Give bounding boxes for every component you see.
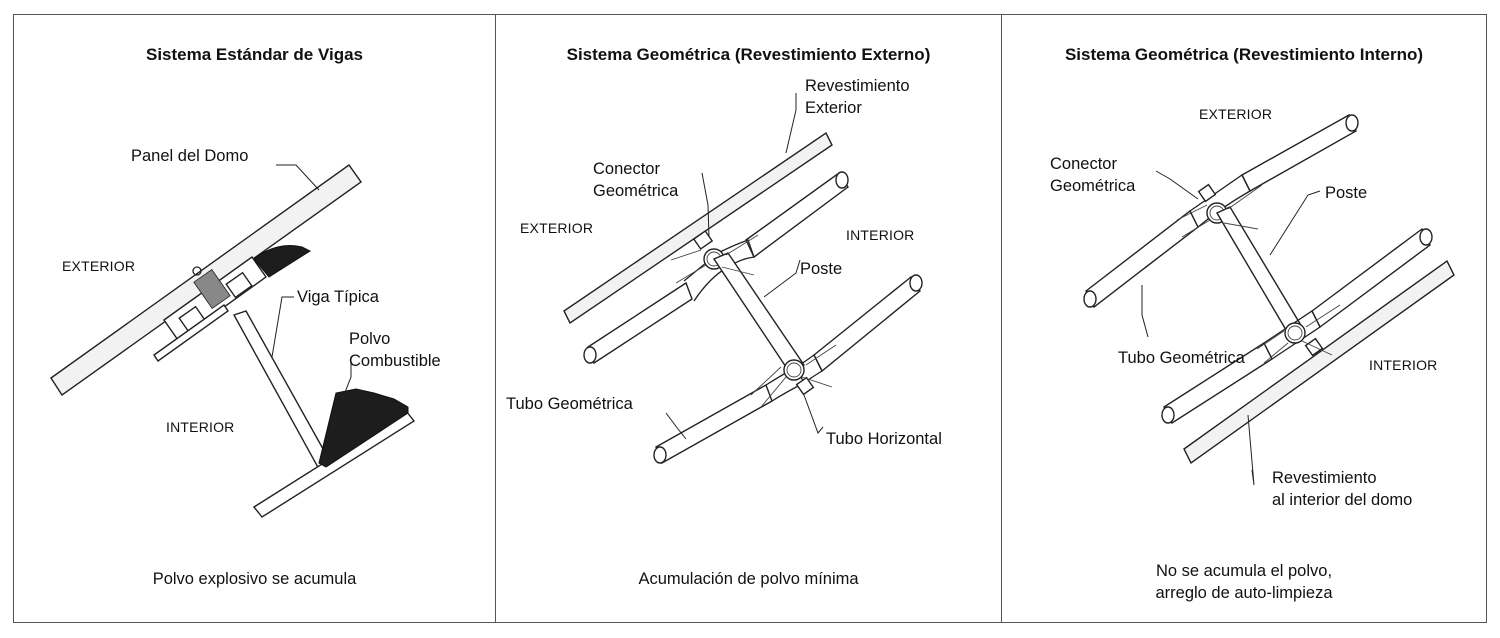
label-typical-beam: Viga Típica [297,288,379,306]
panel-external-cladding: Sistema Geométrica (Revestimiento Extern… [495,14,1002,623]
external-cladding-drawing [563,93,923,465]
panel-caption: Acumulación de polvo mínima [638,570,859,588]
standard-beam-drawing [50,164,416,518]
label-tube: Tubo Geométrica [506,395,633,413]
post-shape [712,252,806,374]
panel-caption: No se acumula el polvo, arreglo de auto-… [1155,562,1333,602]
label-exterior: EXTERIOR [520,220,594,236]
panel-standard-beam: Sistema Estándar de Vigas Panel del Domo… [13,14,496,623]
label-interior: INTERIOR [166,419,235,435]
label-post: Poste [800,260,843,278]
inner-cladding-shape [1183,259,1455,465]
label-tube: Tubo Geométrica [1118,349,1245,367]
label-post: Poste [1325,184,1368,202]
panel-title: Sistema Geométrica (Revestimiento Extern… [566,45,931,64]
panel-title: Sistema Estándar de Vigas [145,45,363,64]
label-exterior: EXTERIOR [62,258,136,274]
panel-caption: Polvo explosivo se acumula [152,570,357,588]
internal-cladding-drawing [1083,114,1455,486]
dust-top [253,245,312,278]
label-connector: Conector Geométrica [593,160,679,200]
label-combustible-dust: Polvo Combustible [349,330,441,370]
beam-web [232,310,333,472]
label-inner-cladding: Revestimiento al interior del domo [1272,469,1413,509]
label-outer-cladding: Revestimiento Exterior [805,77,910,117]
label-interior: INTERIOR [1369,357,1438,373]
label-exterior: EXTERIOR [1199,106,1273,122]
label-connector: Conector Geométrica [1050,155,1136,195]
panel-title: Sistema Geométrica (Revestimiento Intern… [1064,45,1424,64]
bolt-head [192,266,202,276]
label-interior: INTERIOR [846,227,915,243]
combustible-dust [318,388,409,468]
post-shape [1216,206,1303,336]
panel-internal-cladding: Sistema Geométrica (Revestimiento Intern… [1001,14,1487,623]
outer-cladding-shape [563,131,833,325]
label-horizontal-tube: Tubo Horizontal [826,430,942,448]
bolt-block [193,269,231,309]
label-dome-panel: Panel del Domo [131,147,249,165]
